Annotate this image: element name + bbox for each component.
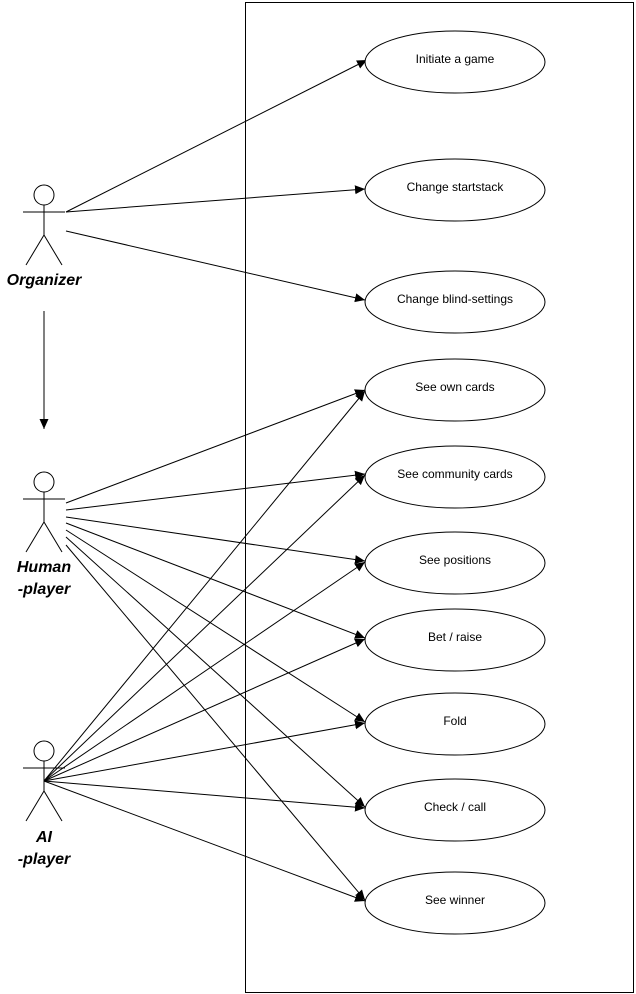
association-organizer-to-blinds bbox=[65, 230, 366, 303]
actor-human: Human -player bbox=[17, 471, 71, 598]
use-case-label: See own cards bbox=[415, 380, 494, 394]
association-ai-to-positions bbox=[43, 561, 366, 782]
association-human-to-winner bbox=[65, 544, 366, 901]
use-case-ellipse bbox=[364, 531, 546, 595]
use-case-ellipse bbox=[364, 270, 546, 334]
use-case-initiate: Initiate a game bbox=[364, 30, 546, 94]
use-case-label: See community cards bbox=[397, 467, 512, 481]
use-case-label: Change blind-settings bbox=[397, 292, 513, 306]
use-case-label: See winner bbox=[425, 893, 485, 907]
stick-figure-icon bbox=[23, 184, 65, 266]
use-case-ellipse bbox=[364, 358, 546, 422]
actor-label: -player bbox=[18, 851, 71, 868]
association-human-to-own_cards bbox=[65, 389, 366, 504]
actor-label: Organizer bbox=[7, 272, 82, 289]
use-case-winner: See winner bbox=[364, 871, 546, 935]
use-case-ellipse bbox=[364, 445, 546, 509]
association-ai-to-check bbox=[43, 780, 366, 812]
actor-ai: AI -player bbox=[18, 740, 71, 868]
use-case-label: Change startstack bbox=[407, 180, 505, 194]
stick-figure-icon bbox=[23, 740, 65, 822]
use-case-ellipse bbox=[364, 692, 546, 756]
use-case-check: Check / call bbox=[364, 778, 546, 842]
use-case-community: See community cards bbox=[364, 445, 546, 509]
actor-label: -player bbox=[18, 581, 71, 598]
use-case-fold: Fold bbox=[364, 692, 546, 756]
use-case-label: See positions bbox=[419, 553, 491, 567]
use-case-startstack: Change startstack bbox=[364, 158, 546, 222]
association-human-to-community bbox=[65, 470, 366, 511]
association-ai-to-winner bbox=[43, 780, 366, 902]
association-ai-to-fold bbox=[43, 720, 366, 782]
association-organizer-to-initiate bbox=[65, 59, 368, 213]
use-case-label: Check / call bbox=[424, 800, 486, 814]
actor-label: AI bbox=[35, 829, 53, 846]
stick-figure-icon bbox=[23, 471, 65, 553]
association-human-to-positions bbox=[65, 516, 366, 564]
association-ai-to-community bbox=[43, 474, 366, 782]
use-case-own-cards: See own cards bbox=[364, 358, 546, 422]
actor-organizer: Organizer bbox=[7, 184, 82, 289]
use-case-bet: Bet / raise bbox=[364, 608, 546, 672]
association-ai-to-bet bbox=[43, 638, 366, 782]
association-ai-to-own_cards bbox=[43, 390, 366, 782]
association-lines bbox=[43, 59, 368, 902]
use-case-label: Fold bbox=[443, 714, 466, 728]
use-case-ellipse bbox=[364, 30, 546, 94]
association-organizer-to-startstack bbox=[65, 185, 366, 213]
association-human-to-bet bbox=[65, 522, 366, 639]
system-boundary bbox=[245, 2, 634, 993]
use-case-blinds: Change blind-settings bbox=[364, 270, 546, 334]
use-case-ellipse bbox=[364, 158, 546, 222]
use-case-label: Bet / raise bbox=[428, 630, 482, 644]
use-case-ellipse bbox=[364, 871, 546, 935]
association-human-to-fold bbox=[65, 529, 366, 723]
use-case-ellipse bbox=[364, 778, 546, 842]
association-human-to-check bbox=[65, 536, 366, 808]
actor-label: Human bbox=[17, 559, 71, 576]
use-case-label: Initiate a game bbox=[416, 52, 495, 66]
use-case-ellipse bbox=[364, 608, 546, 672]
use-case-positions: See positions bbox=[364, 531, 546, 595]
